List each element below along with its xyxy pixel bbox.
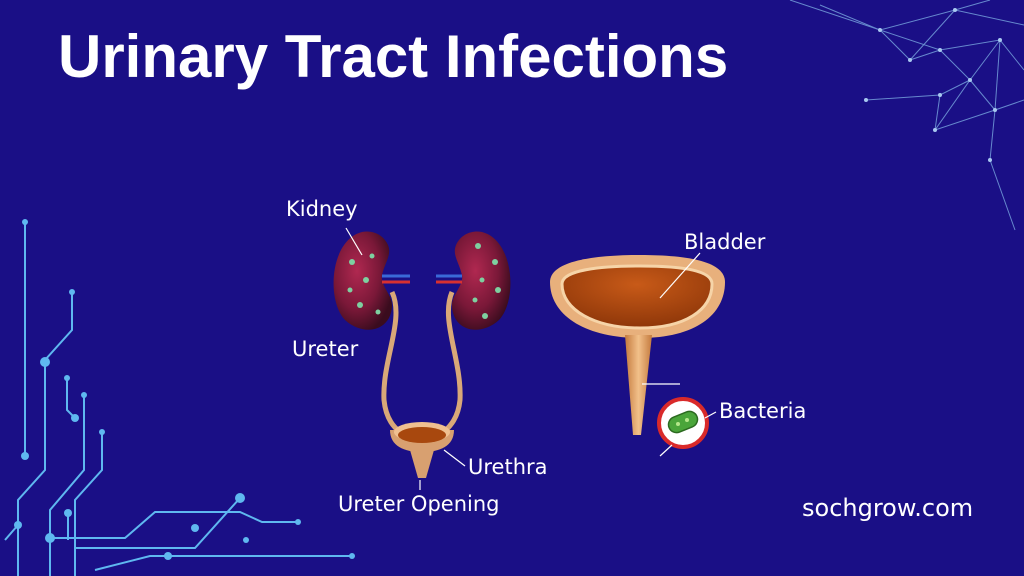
bladder-label: Bladder (684, 230, 766, 254)
network-decoration (789, 0, 1024, 231)
urethra-label: Urethra (468, 455, 548, 479)
large-urethra (625, 335, 652, 435)
urinary-system-illustration (333, 231, 725, 478)
right-ureter (442, 291, 463, 434)
leader-lines (345, 227, 717, 490)
circuit-decoration (4, 222, 352, 576)
left-ureter (381, 290, 402, 434)
website-link[interactable]: sochgrow.com (802, 494, 974, 522)
kidney-label: Kidney (286, 197, 358, 221)
page-title: Urinary Tract Infections (58, 23, 729, 90)
network-nodes (864, 8, 1002, 162)
ureter-opening-label: Ureter Opening (338, 492, 500, 516)
ureter-label: Ureter (292, 337, 359, 361)
renal-vessels (382, 274, 462, 284)
circuit-nodes (14, 219, 355, 560)
small-urethra (410, 450, 434, 478)
bacteria-cell (667, 410, 699, 434)
bacteria-label: Bacteria (719, 399, 807, 423)
left-kidney (333, 231, 392, 330)
kidney-bacteria-dots (347, 243, 501, 319)
